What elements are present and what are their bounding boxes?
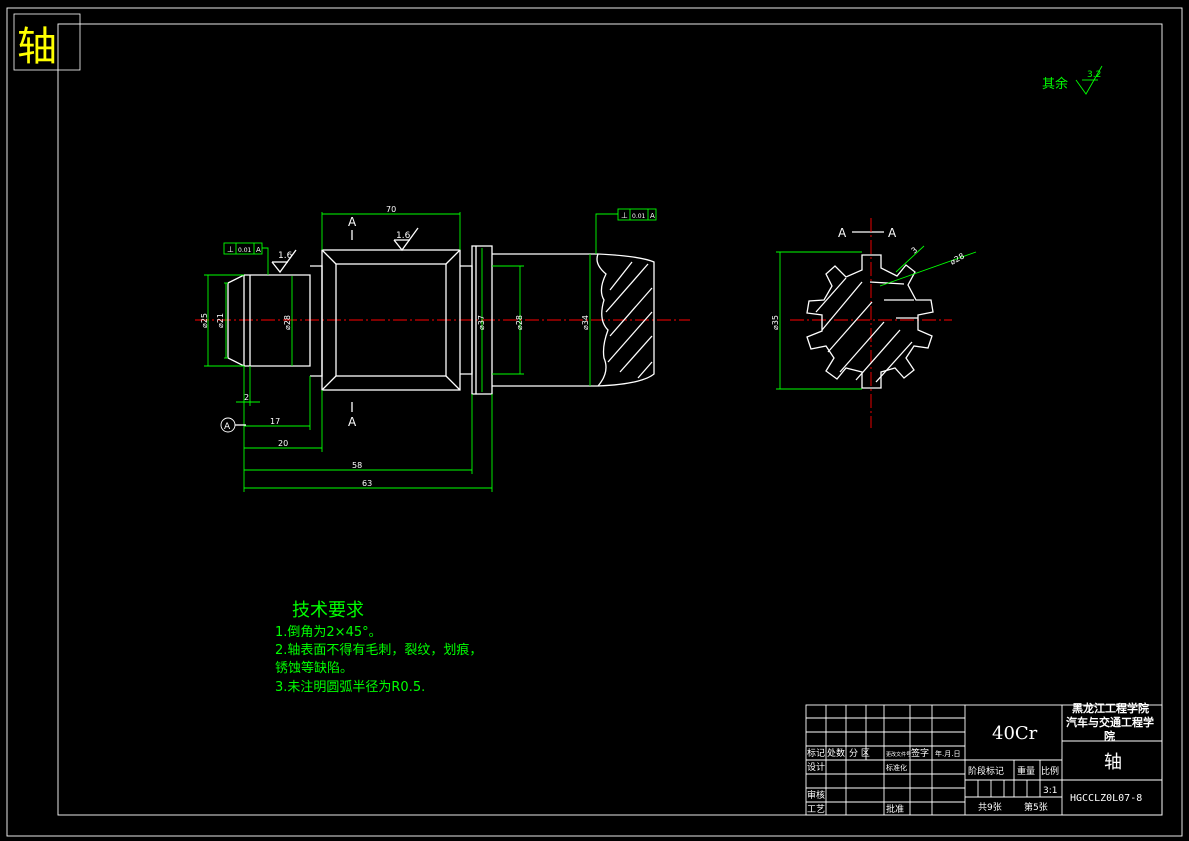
tb-std: 标准化 — [886, 763, 907, 772]
tech-line-3: 锈蚀等缺陷。 — [275, 660, 353, 676]
svg-text:0.01: 0.01 — [238, 247, 252, 254]
tb-sheet-no: 第5张 — [1024, 801, 1048, 813]
svg-text:A: A — [348, 415, 357, 429]
tb-review: 审核 — [807, 789, 825, 801]
svg-text:⌀28: ⌀28 — [949, 251, 966, 266]
tb-change: 更改文件号 — [886, 751, 911, 758]
svg-text:A: A — [838, 226, 847, 240]
svg-text:⌀28: ⌀28 — [283, 315, 292, 330]
surface-finish-label: 其余 — [1042, 76, 1068, 92]
svg-text:70: 70 — [386, 205, 396, 214]
drawing-title: 轴 — [17, 24, 57, 70]
svg-text:58: 58 — [352, 461, 362, 470]
datum-symbol: A — [220, 417, 246, 433]
title-drawing-no: HGCCLZ0L07-8 — [1070, 793, 1142, 804]
tech-line-4: 3.未注明圆弧半径为R0.5. — [275, 680, 425, 695]
tb-sheets-total: 共9张 — [978, 802, 1002, 813]
svg-text:1.6: 1.6 — [278, 251, 293, 261]
tech-line-2: 2.轴表面不得有毛刺，裂纹，划痕， — [275, 642, 482, 658]
section-view-title: A A — [838, 226, 897, 240]
tb-date: 年.月.日 — [935, 749, 960, 758]
outer-border — [6, 7, 1183, 837]
surface-finish-symbol — [1075, 65, 1103, 95]
spline-section — [806, 254, 934, 389]
svg-text:20: 20 — [278, 439, 288, 448]
svg-text:⊥: ⊥ — [621, 211, 628, 220]
svg-text:A: A — [224, 422, 231, 432]
tb-scale: 比例 — [1041, 765, 1059, 777]
title-block — [805, 704, 1163, 816]
svg-text:3: 3 — [910, 245, 920, 255]
svg-text:⌀25: ⌀25 — [200, 313, 209, 328]
svg-text:⌀34: ⌀34 — [581, 315, 590, 330]
tb-count: 处数 — [827, 747, 845, 759]
svg-text:⌀21: ⌀21 — [216, 313, 225, 328]
svg-text:⌀37: ⌀37 — [477, 315, 486, 330]
tb-approve: 批准 — [886, 803, 904, 815]
tb-mark: 标记 — [807, 747, 825, 759]
diameter-dimensions: ⌀25 ⌀21 ⌀28 ⌀37 ⌀28 ⌀34 — [200, 248, 591, 392]
tb-process: 工艺 — [807, 804, 825, 815]
svg-text:17: 17 — [270, 417, 280, 426]
svg-text:⌀35: ⌀35 — [771, 315, 780, 330]
svg-text:⌀28: ⌀28 — [515, 315, 524, 330]
tb-stage: 阶段标记 — [968, 765, 1004, 777]
title-org-1: 黑龙江工程学院 — [1072, 701, 1149, 715]
tolerance-frame-right: ⊥ 0.01 A — [595, 208, 657, 254]
svg-text:0.01: 0.01 — [632, 213, 646, 220]
inner-border — [57, 23, 1163, 816]
tb-weight: 重量 — [1017, 765, 1035, 777]
tb-design: 设计 — [807, 761, 825, 773]
title-material: 40Cr — [992, 723, 1038, 744]
tech-line-1: 1.倒角为2×45°。 — [275, 625, 382, 640]
svg-text:1.6: 1.6 — [396, 231, 411, 241]
surface-finish-value: 3.2 — [1087, 70, 1101, 80]
title-org-2: 汽车与交通工程学 — [1066, 715, 1154, 729]
title-org-3: 院 — [1104, 729, 1115, 743]
tb-scale-value: 3:1 — [1043, 786, 1057, 796]
svg-text:2: 2 — [244, 393, 249, 402]
roughness-middle: 1.6 — [393, 227, 419, 252]
title-part-name: 轴 — [1104, 752, 1122, 773]
tech-requirements-heading: 技术要求 — [292, 600, 364, 621]
section-cut-markers: A A — [348, 215, 357, 429]
svg-text:A: A — [888, 226, 897, 240]
svg-text:A: A — [650, 212, 655, 220]
tb-zone: 分 区 — [849, 748, 870, 759]
section-dimensions: ⌀35 ⌀28 3 — [771, 245, 977, 390]
title-box — [13, 13, 81, 71]
svg-text:⊥: ⊥ — [227, 245, 234, 254]
length-dimensions: 2 17 20 58 63 — [236, 366, 493, 492]
svg-text:A: A — [256, 246, 261, 254]
roughness-left: 1.6 — [271, 249, 297, 274]
dimension-70: 70 — [321, 205, 461, 250]
svg-text:A: A — [348, 215, 357, 229]
tolerance-frame-left: ⊥ 0.01 A — [223, 242, 269, 275]
tb-sign: 签字 — [911, 747, 929, 759]
svg-text:63: 63 — [362, 479, 372, 488]
